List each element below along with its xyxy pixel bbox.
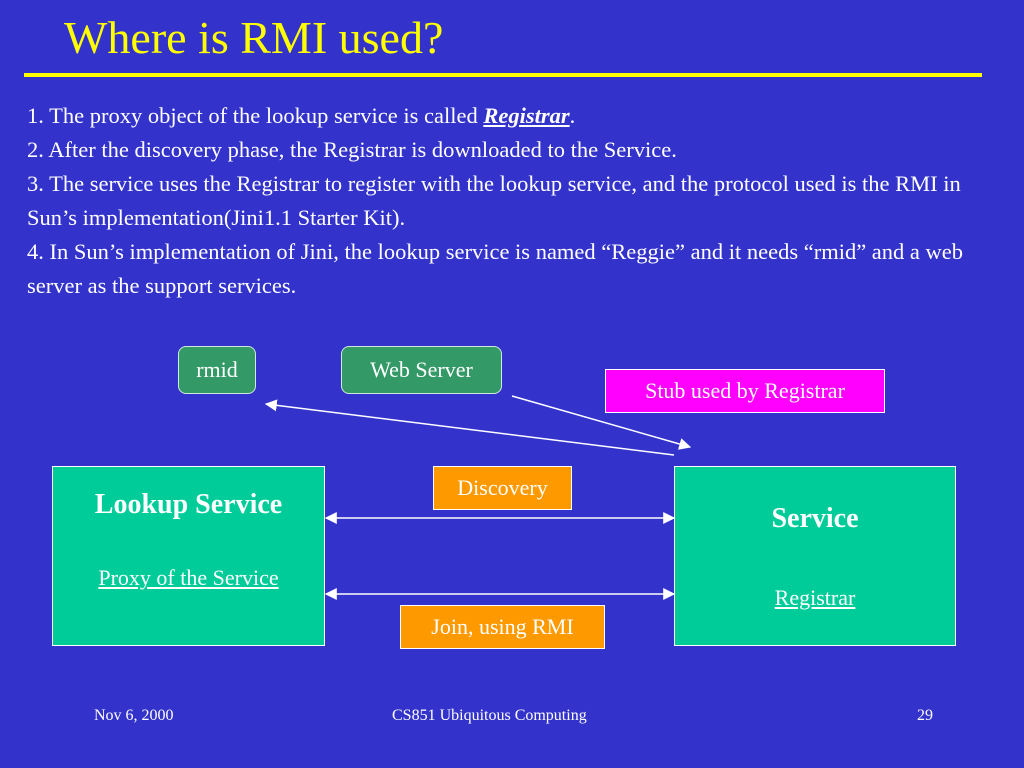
arrow-service-to-rmid [264, 399, 675, 456]
discovery-label: Discovery [433, 466, 572, 510]
title-underline [24, 73, 982, 77]
footer-date: Nov 6, 2000 [94, 707, 174, 724]
paragraph-4: 4. In Sun’s implementation of Jini, the … [27, 239, 964, 298]
service-title: Service [771, 503, 859, 534]
paragraph-1-period: . [569, 103, 576, 128]
registrar-term: Registrar [483, 103, 570, 128]
lookup-service-box: Lookup Service Proxy of the Service [52, 466, 325, 646]
rmid-box: rmid [178, 346, 256, 394]
web-server-box: Web Server [341, 346, 502, 394]
service-box: Service Registrar [674, 466, 956, 646]
footer-page-number: 29 [917, 707, 933, 724]
proxy-of-service-link[interactable]: Proxy of the Service [98, 565, 279, 590]
join-label: Join, using RMI [400, 605, 605, 649]
paragraph-1-text: 1. The proxy object of the lookup servic… [27, 103, 484, 128]
paragraph-1: 1. The proxy object of the lookup servic… [27, 99, 1012, 133]
arrow-webserver-to-service [511, 395, 692, 450]
lookup-service-title: Lookup Service [94, 489, 283, 520]
stub-label: Stub used by Registrar [605, 369, 885, 413]
slide-title: Where is RMI used? [64, 12, 444, 63]
footer-course: CS851 Ubiquitous Computing [392, 707, 587, 724]
paragraph-2: 2. After the discovery phase, the Regist… [27, 137, 677, 162]
paragraph-3: 3. The service uses the Registrar to reg… [27, 171, 961, 230]
registrar-link[interactable]: Registrar [774, 585, 856, 610]
body-text: 1. The proxy object of the lookup servic… [27, 99, 1012, 303]
